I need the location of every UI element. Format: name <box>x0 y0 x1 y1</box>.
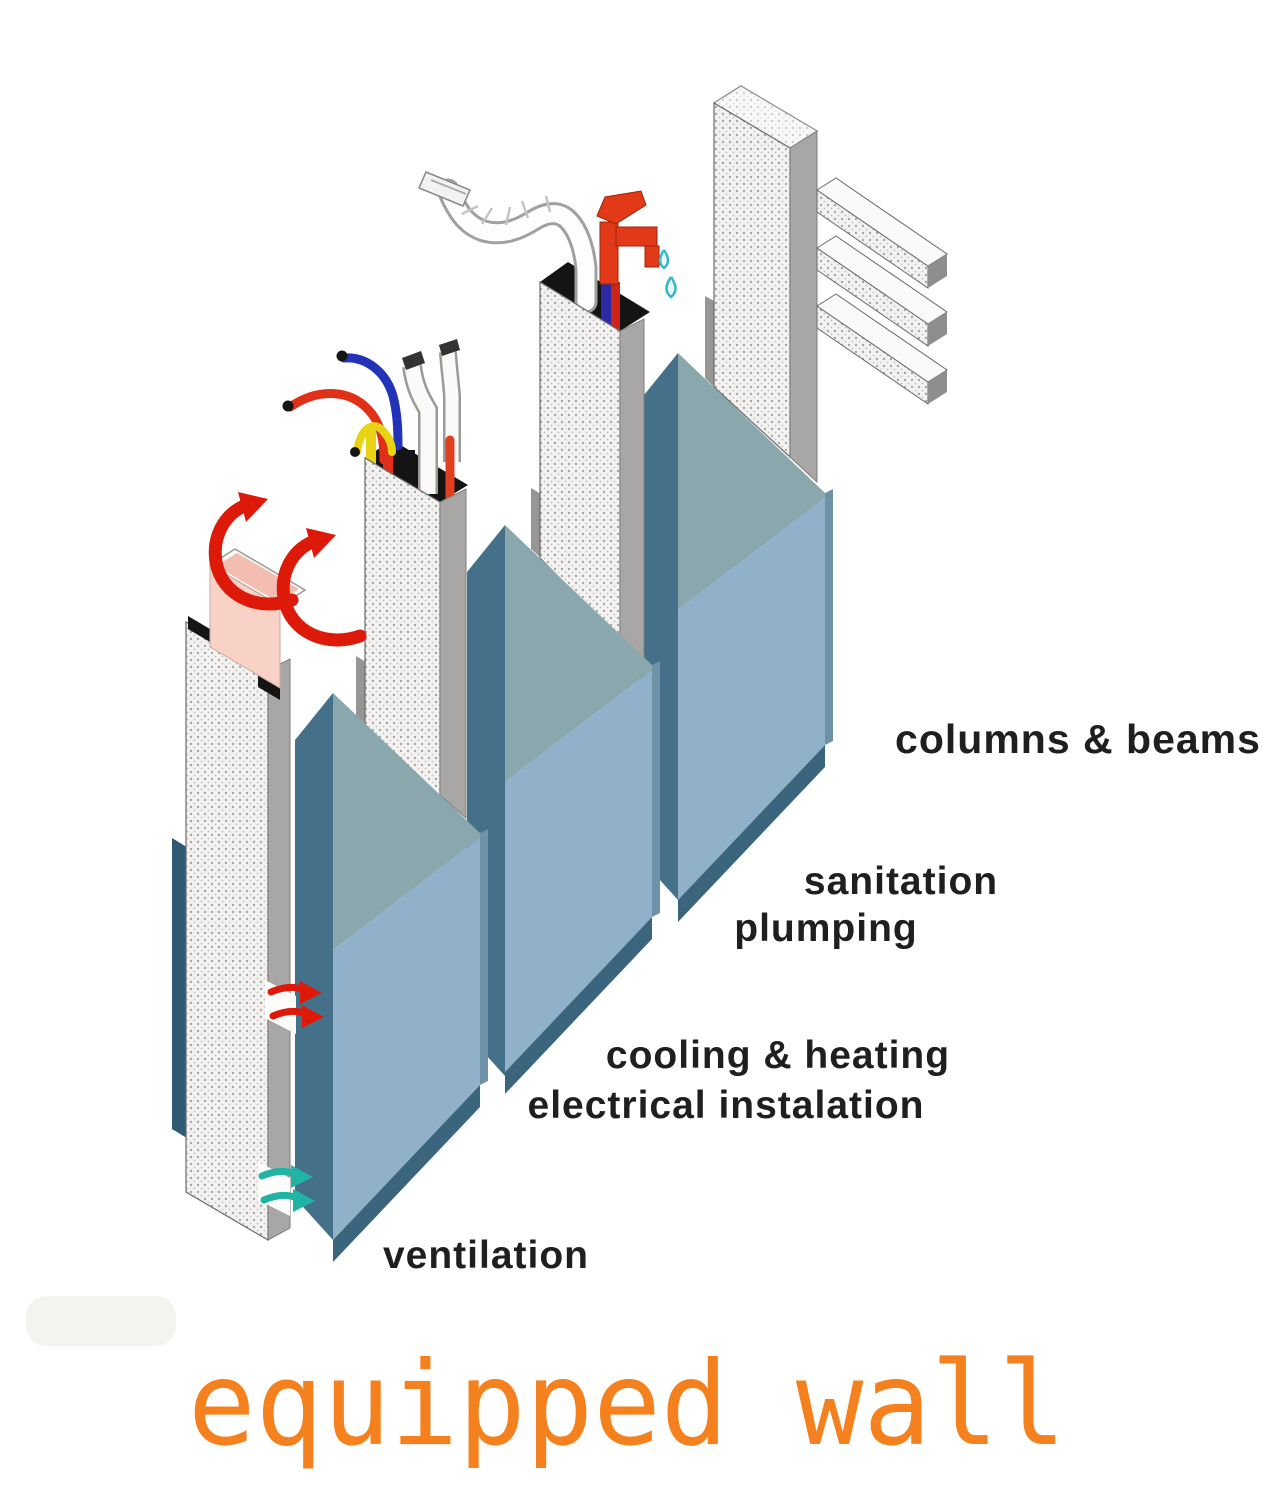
hot-pipe <box>611 282 620 352</box>
panel1-left-face <box>295 693 333 1240</box>
panel3-front-face <box>678 498 825 900</box>
column3-side-strip <box>619 318 645 664</box>
panel3-back-face <box>678 353 825 610</box>
panel2-back-face <box>505 525 652 782</box>
faucet-body <box>596 190 660 285</box>
column4-back-strip <box>705 296 714 387</box>
page-title: equipped wall <box>188 1337 1066 1472</box>
label-columns-beams: columns & beams <box>895 716 1261 762</box>
sanitation-module <box>418 171 677 664</box>
ventilation-module <box>172 492 367 1242</box>
red-wire <box>285 389 389 465</box>
column1-face <box>185 620 269 1242</box>
warm-air-vent-icon <box>265 980 324 1034</box>
blue-wire <box>339 353 403 451</box>
label-plumping: plumping <box>734 907 917 950</box>
panel1-front-face <box>333 838 480 1240</box>
water-drops-icon <box>658 249 677 299</box>
label-sanitation: sanitation <box>804 860 998 903</box>
cold-pipe <box>601 282 611 352</box>
columns-beams-module <box>705 85 948 484</box>
electrical-module <box>282 339 468 820</box>
label-cooling-heating: cooling & heating <box>606 1034 950 1077</box>
beam-1 <box>816 177 948 289</box>
wires-icon <box>282 339 461 511</box>
beams-icon <box>816 177 948 405</box>
exhaust-arrows-icon <box>208 499 367 647</box>
beam-3 <box>816 293 948 405</box>
column3-back-strip <box>531 488 541 558</box>
label-ventilation: ventilation <box>383 1234 589 1277</box>
label-electrical: electrical instalation <box>528 1084 925 1127</box>
cool-air-vent-icon <box>258 1162 315 1216</box>
faucet-icon <box>596 190 677 352</box>
column4-side-strip <box>789 130 818 484</box>
column1-side-strip <box>267 658 291 1241</box>
column2-back-strip <box>356 656 366 724</box>
yellow-wire <box>353 422 396 456</box>
beam-2 <box>816 235 948 347</box>
column2-side-strip <box>439 488 467 820</box>
wall-panel-1 <box>295 693 488 1262</box>
drain-pipe-icon <box>418 171 598 314</box>
labels-group: columns & beams sanitation plumping cool… <box>383 716 1261 1277</box>
wall-panel-2 <box>467 525 660 1094</box>
watermark-blob <box>26 1296 176 1346</box>
duct-face <box>209 564 281 689</box>
panel1-back-face <box>333 693 480 950</box>
panel2-front-face <box>505 670 652 1072</box>
